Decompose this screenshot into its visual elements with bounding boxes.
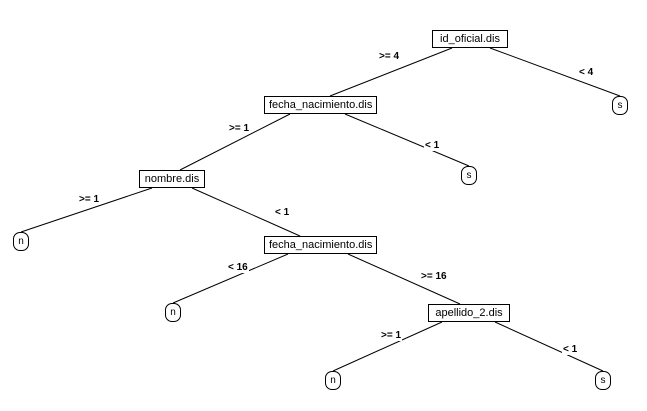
tree-edge-label: >= 1 xyxy=(380,330,403,341)
tree-edge-label: < 4 xyxy=(578,67,595,78)
tree-edge xyxy=(329,47,453,97)
tree-internal-node[interactable]: id_oficial.dis xyxy=(432,30,508,48)
tree-leaf-node[interactable]: n xyxy=(325,371,341,390)
tree-edge-label: < 1 xyxy=(562,344,579,355)
tree-leaf-node[interactable]: s xyxy=(612,96,628,115)
tree-edge xyxy=(172,253,289,304)
tree-internal-node[interactable]: nombre.dis xyxy=(139,170,205,188)
tree-leaf-node[interactable]: s xyxy=(461,166,477,185)
tree-edge xyxy=(332,321,443,372)
tree-edge xyxy=(347,253,461,305)
tree-edge xyxy=(179,113,291,171)
tree-edge-label: >= 16 xyxy=(420,271,448,282)
tree-internal-node[interactable]: fecha_nacimiento.dis xyxy=(264,236,378,254)
tree-edge-label: < 1 xyxy=(274,207,291,218)
tree-edge-label: >= 4 xyxy=(378,51,401,62)
tree-edge xyxy=(20,187,153,233)
tree-leaf-node[interactable]: n xyxy=(165,303,181,322)
tree-internal-node[interactable]: fecha_nacimiento.dis xyxy=(264,96,378,114)
tree-internal-node[interactable]: apellido_2.dis xyxy=(428,304,510,322)
tree-leaf-node[interactable]: n xyxy=(13,232,29,251)
tree-edge-label: < 16 xyxy=(227,262,249,273)
tree-edge xyxy=(344,113,470,167)
tree-edge-label: < 1 xyxy=(424,140,441,151)
tree-edge-label: >= 1 xyxy=(78,194,101,205)
tree-edge xyxy=(489,47,621,97)
tree-edge xyxy=(191,187,301,237)
tree-edge xyxy=(494,321,604,372)
tree-leaf-node[interactable]: s xyxy=(595,371,611,390)
tree-edge-label: >= 1 xyxy=(228,123,251,134)
